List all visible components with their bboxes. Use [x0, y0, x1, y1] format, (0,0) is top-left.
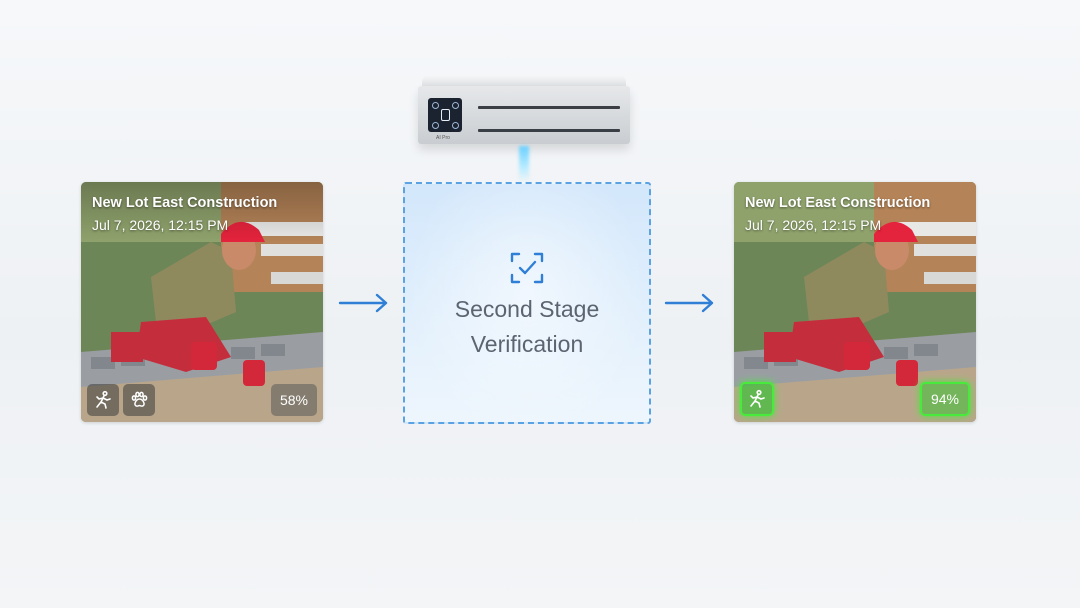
second-stage-verification: Second Stage Verification [403, 182, 651, 424]
camera-timestamp: Jul 7, 2026, 12:15 PM [92, 217, 229, 233]
person-icon [87, 384, 119, 416]
device-front: AI Pro [418, 86, 630, 144]
device-link-light [519, 146, 529, 182]
person-icon [740, 382, 774, 416]
device-slot [478, 106, 620, 109]
confidence-score: 94% [920, 382, 970, 416]
camera-title: New Lot East Construction [745, 195, 931, 211]
ai-device: AI Pro [418, 76, 630, 146]
arrow-right-icon [664, 293, 714, 313]
camera-timestamp: Jul 7, 2026, 12:15 PM [745, 217, 882, 233]
camera-snapshot [734, 182, 976, 422]
camera-snapshot [81, 182, 323, 422]
scan-check-icon [510, 252, 544, 284]
arrow-right-icon [338, 293, 388, 313]
camera-title: New Lot East Construction [92, 195, 278, 211]
device-top [422, 76, 626, 88]
camera-card-after[interactable]: New Lot East Construction Jul 7, 2026, 1… [734, 182, 976, 422]
camera-card-before[interactable]: New Lot East Construction Jul 7, 2026, 1… [81, 182, 323, 422]
confidence-score: 58% [271, 384, 317, 416]
device-label: AI Pro [436, 135, 450, 141]
device-screen-icon [428, 98, 462, 132]
verification-label: Second Stage Verification [454, 296, 600, 357]
device-slot [478, 129, 620, 132]
animal-paw-icon [123, 384, 155, 416]
